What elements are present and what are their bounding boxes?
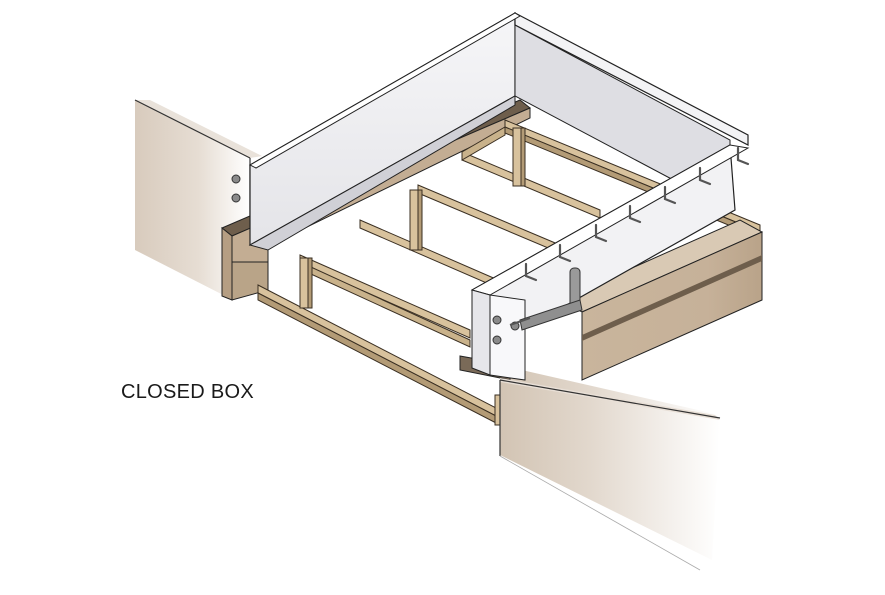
closed-box-form [248, 11, 750, 381]
hook-icon [663, 185, 677, 205]
hook-icon [558, 243, 572, 263]
hook-icon [524, 262, 538, 282]
wall-left [134, 99, 262, 300]
wood-beam-right [558, 219, 764, 381]
bolt-icon [231, 174, 241, 184]
diagram-caption: CLOSED BOX [121, 381, 255, 403]
anchor-rod [509, 267, 583, 331]
anchor-hooks [524, 146, 750, 282]
bolt-icon [231, 193, 241, 203]
bolt-icon [492, 335, 502, 345]
wall-front [459, 355, 721, 571]
bolt-icon [492, 315, 502, 325]
hook-icon [698, 166, 712, 186]
hook-icon [594, 223, 608, 243]
hook-icon [628, 204, 642, 224]
hook-icon [736, 146, 750, 166]
